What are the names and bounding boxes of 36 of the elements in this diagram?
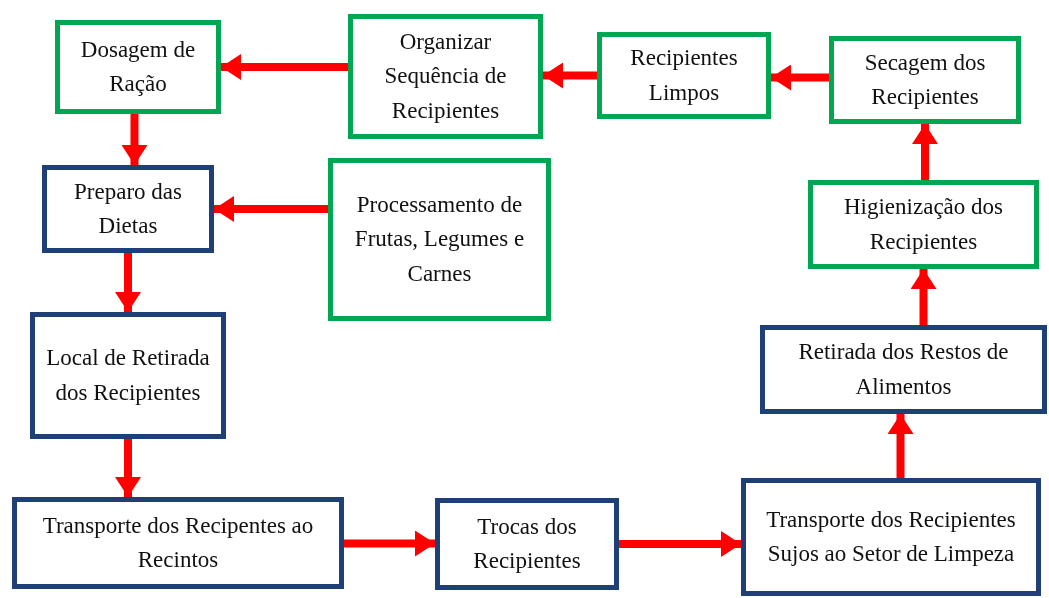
arrow xyxy=(115,439,141,497)
arrow xyxy=(543,62,597,89)
box-label: Higienização dos Recipientes xyxy=(843,193,1004,256)
box-label: Preparo das Dietas xyxy=(73,177,183,240)
box-label: Retirada dos Restos de Alimentos xyxy=(797,338,1010,401)
box-label: Dosagem de Ração xyxy=(79,35,197,98)
box-label: Transporte dos Recipientes Sujos ao Setor de Limpeza xyxy=(765,505,1017,568)
arrow xyxy=(887,414,914,478)
box-label: Trocas dos Recipientes xyxy=(472,512,582,575)
box-label: Processamento de Frutas, Legumes e Carnes xyxy=(353,190,526,288)
arrow xyxy=(115,253,141,312)
arrow xyxy=(221,54,348,80)
arrow xyxy=(771,64,829,91)
arrow xyxy=(912,124,938,180)
process-box xyxy=(808,180,1039,269)
process-box xyxy=(328,158,551,321)
process-box xyxy=(55,20,221,114)
box-label: Secagem dos Recipientes xyxy=(863,48,987,111)
process-box xyxy=(760,325,1047,414)
arrow xyxy=(214,196,328,222)
process-box xyxy=(42,165,214,253)
process-box xyxy=(829,36,1021,124)
arrow xyxy=(910,269,937,325)
arrow xyxy=(121,114,148,165)
process-box xyxy=(741,478,1041,596)
process-box xyxy=(597,32,771,119)
box-label: Transporte dos Recipentes ao Recintos xyxy=(41,511,315,574)
box-label: Recipientes Limpos xyxy=(629,44,739,107)
arrow xyxy=(619,531,741,557)
process-box xyxy=(435,498,619,590)
process-box xyxy=(348,14,543,139)
box-label: Local de Retirada dos Recipientes xyxy=(45,344,211,407)
process-box xyxy=(30,312,226,439)
process-box xyxy=(12,497,344,589)
arrow xyxy=(344,530,435,557)
box-label: Organizar Sequência de Recipientes xyxy=(383,27,508,125)
